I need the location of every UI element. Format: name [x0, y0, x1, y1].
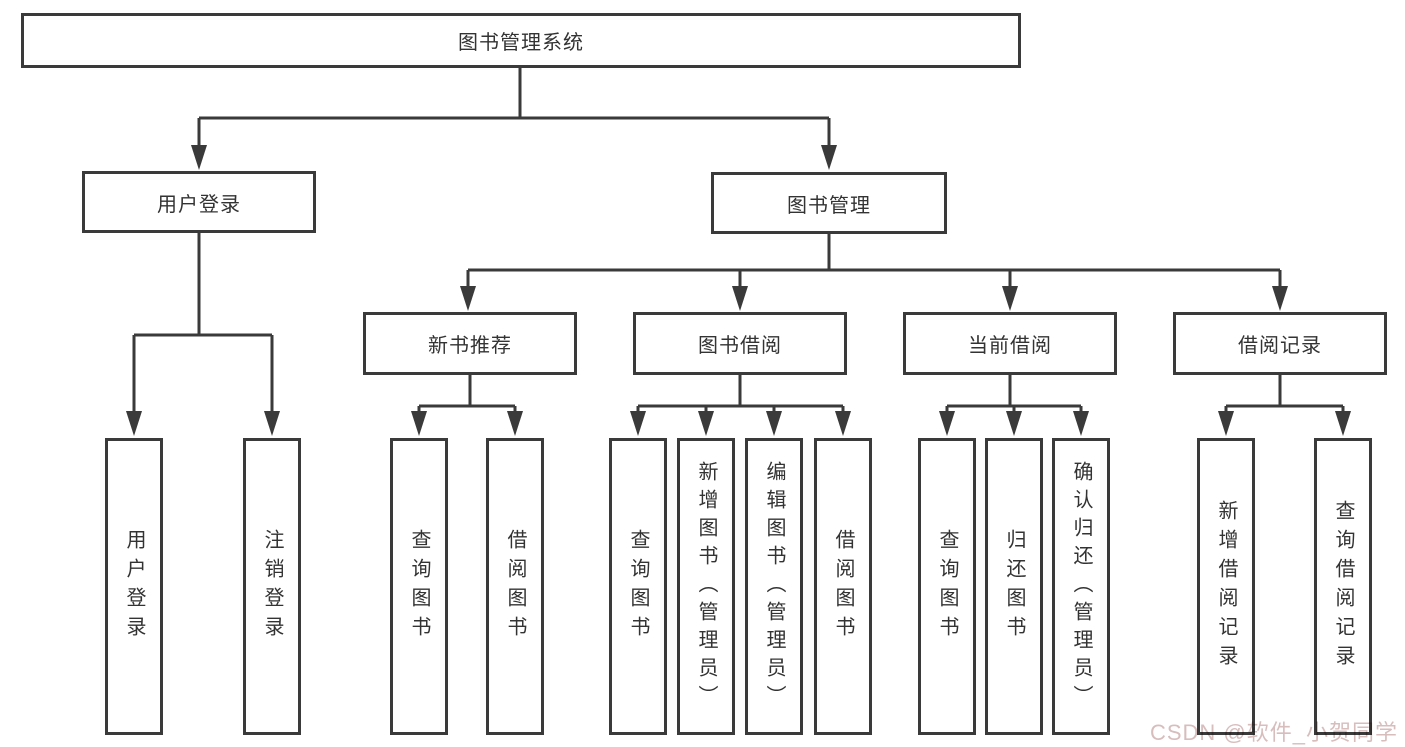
node-book-management: 图书管理: [711, 172, 947, 234]
leaf-confirm-return-admin: 确认归还（管理员）: [1052, 438, 1110, 735]
leaf-edit-books-admin: 编辑图书（管理员）: [745, 438, 803, 735]
node-current-borrow: 当前借阅: [903, 312, 1117, 375]
leaf-label: 查询图书: [627, 528, 649, 645]
leaf-user-login: 用户登录: [105, 438, 163, 735]
leaf-recommend-query-books: 查询图书: [390, 438, 448, 735]
leaf-label: 查询图书: [936, 528, 958, 645]
leaf-label: 用户登录: [123, 528, 145, 645]
leaf-label: 编辑图书（管理员）: [763, 460, 785, 713]
leaf-label: 查询借阅记录: [1332, 499, 1354, 674]
leaf-label: 确认归还（管理员）: [1070, 460, 1092, 713]
leaf-borrow-books: 借阅图书: [814, 438, 872, 735]
leaf-label: 借阅图书: [832, 528, 854, 645]
leaf-query-borrow-record: 查询借阅记录: [1314, 438, 1372, 735]
leaf-label: 新增图书（管理员）: [695, 460, 717, 713]
node-borrow-records: 借阅记录: [1173, 312, 1387, 375]
leaf-current-query-books: 查询图书: [918, 438, 976, 735]
leaf-logout: 注销登录: [243, 438, 301, 735]
leaf-label: 新增借阅记录: [1215, 499, 1237, 674]
leaf-label: 借阅图书: [504, 528, 526, 645]
leaf-borrow-query-books: 查询图书: [609, 438, 667, 735]
leaf-add-books-admin: 新增图书（管理员）: [677, 438, 735, 735]
leaf-label: 归还图书: [1003, 528, 1025, 645]
leaf-recommend-borrow-books: 借阅图书: [486, 438, 544, 735]
leaf-label: 查询图书: [408, 528, 430, 645]
node-book-borrow: 图书借阅: [633, 312, 847, 375]
leaf-add-borrow-record: 新增借阅记录: [1197, 438, 1255, 735]
leaf-return-books: 归还图书: [985, 438, 1043, 735]
leaf-label: 注销登录: [261, 528, 283, 645]
node-new-book-recommend: 新书推荐: [363, 312, 577, 375]
node-user-login: 用户登录: [82, 171, 316, 233]
node-root: 图书管理系统: [21, 13, 1021, 68]
csdn-watermark: CSDN @软件_小贺同学: [1149, 720, 1398, 745]
